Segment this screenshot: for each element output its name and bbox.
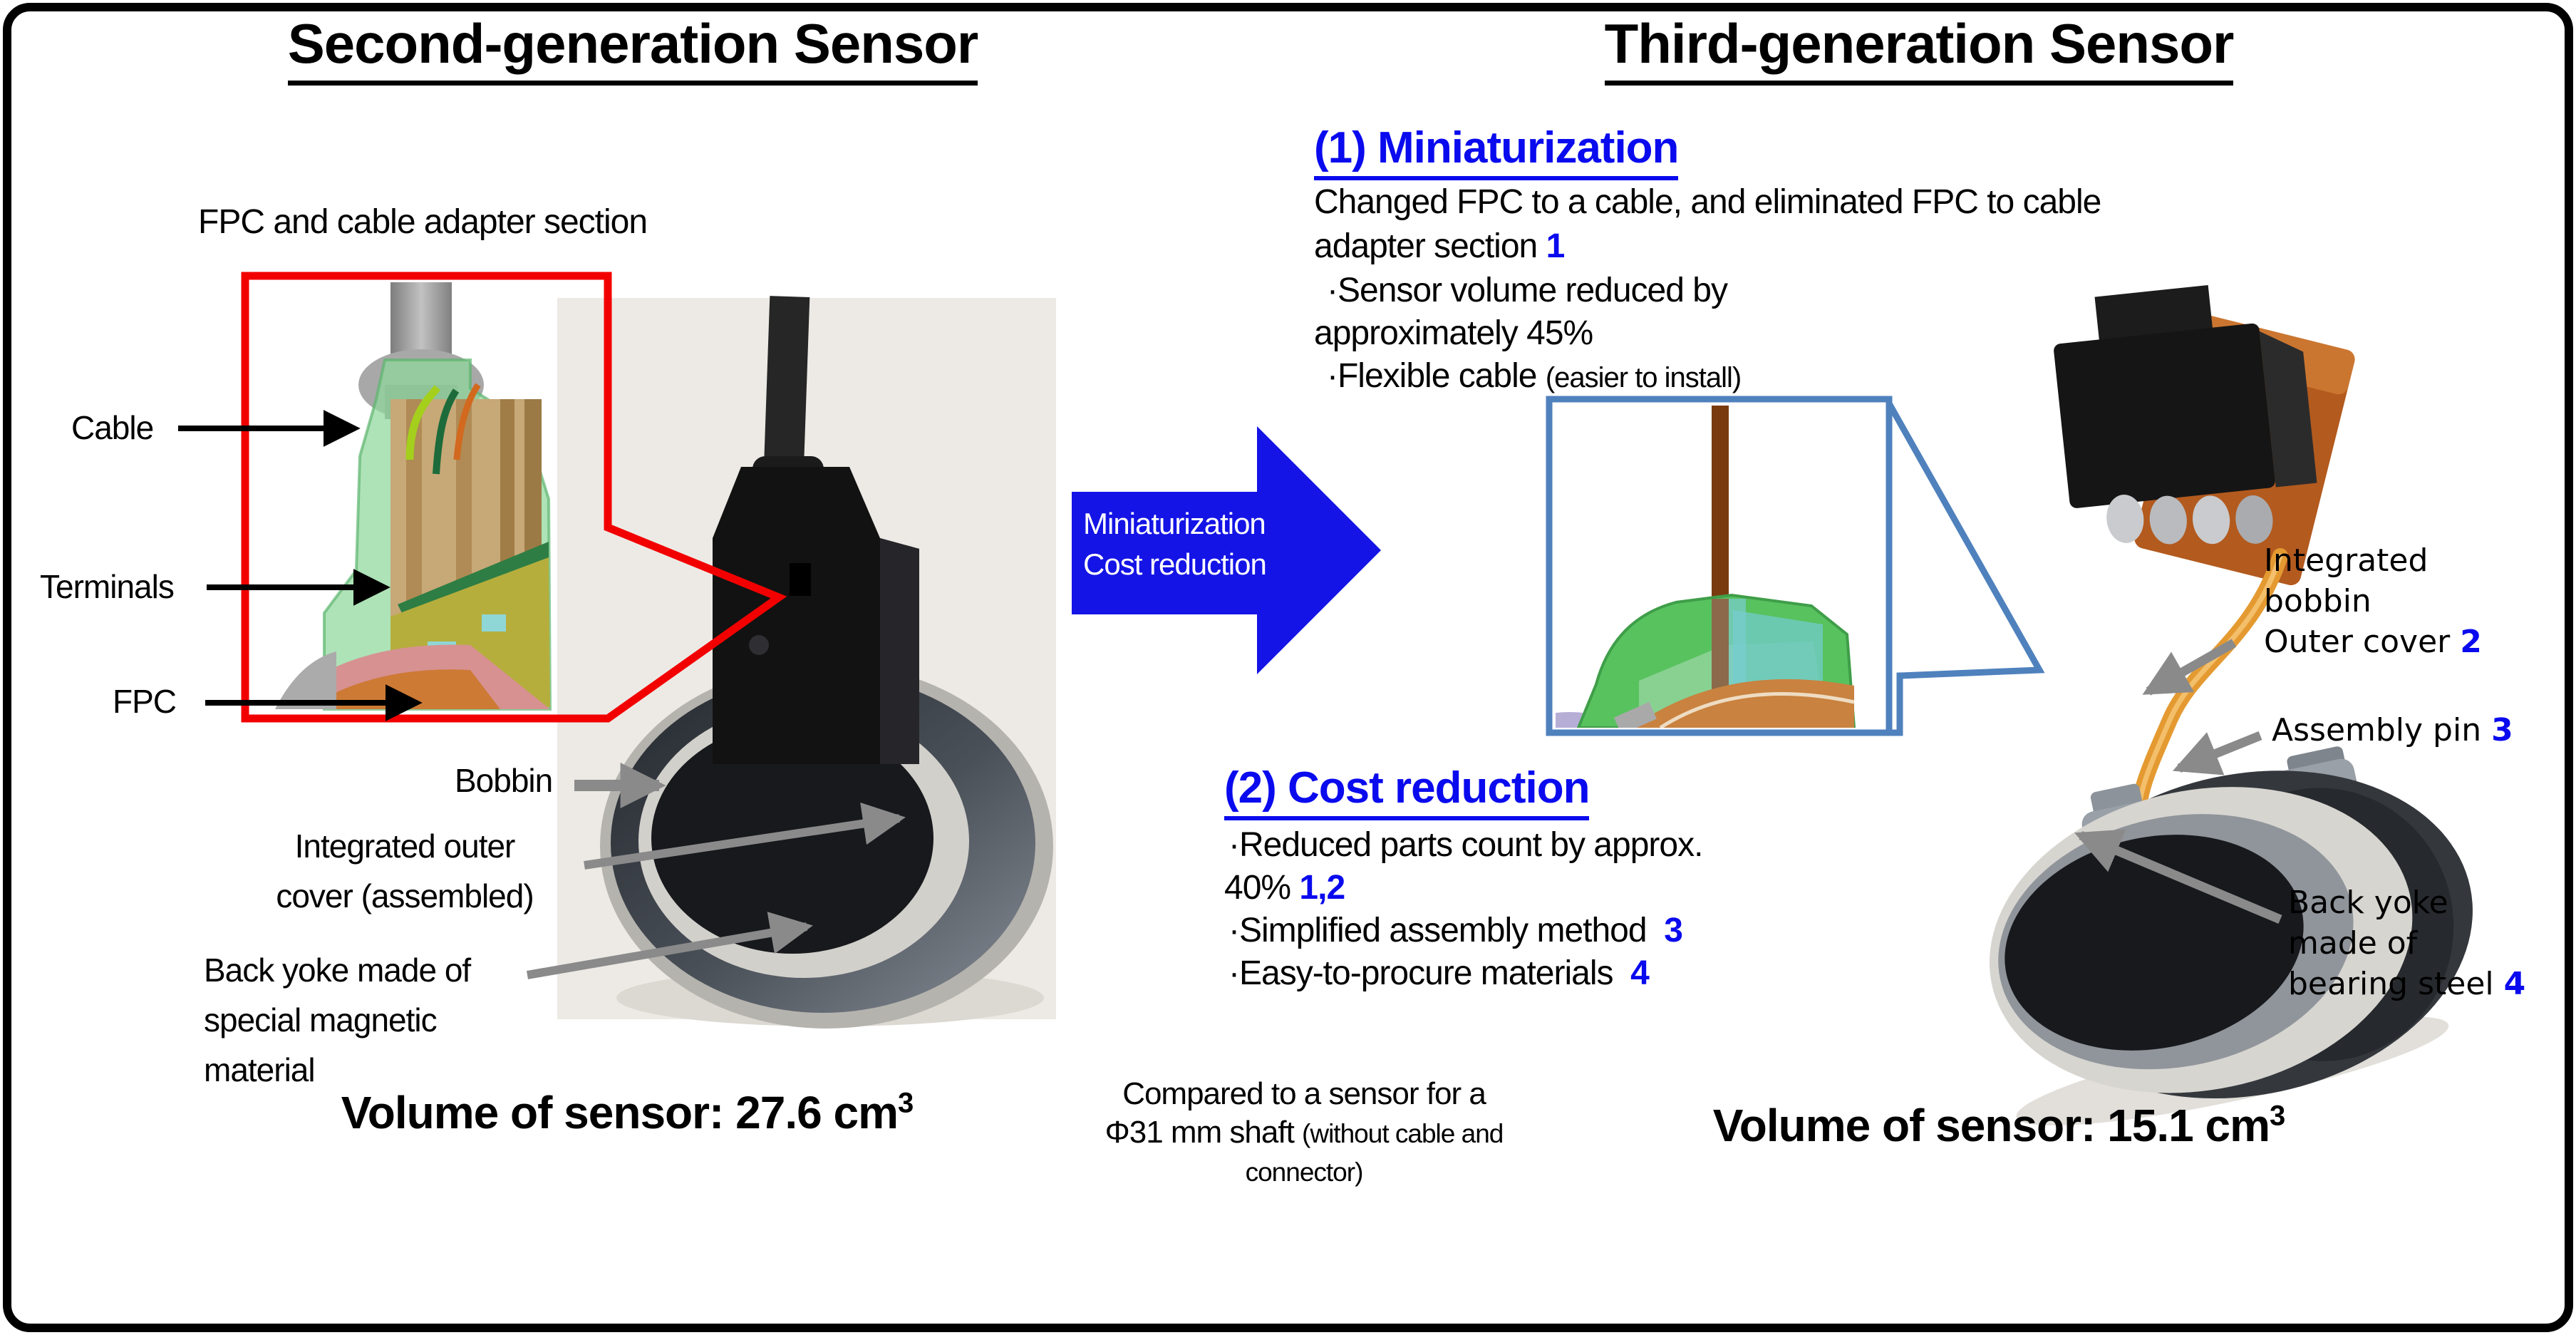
blue-transition-arrow — [1072, 426, 1381, 674]
terminals-label: Terminals — [40, 568, 175, 605]
gray-arrow-back-yoke — [526, 912, 813, 979]
cost-line2: 40% 1,2 — [1224, 869, 1345, 907]
cost-line4: ·Easy-to-procure materials 4 — [1228, 954, 1650, 992]
miniaturization-line2: adapter section 1 — [1314, 227, 1565, 265]
left-title: Second-generation Sensor — [170, 11, 1096, 86]
bobbin-label: Bobbin — [455, 762, 553, 799]
gray-arrow-back-yoke-2 — [2074, 829, 2282, 924]
cost-reduction-heading: (2) Cost reduction — [1224, 763, 1590, 820]
fpc-label: FPC — [113, 683, 177, 720]
miniaturization-line1: Changed FPC to a cable, and eliminated F… — [1314, 183, 2101, 221]
red-callout-box — [241, 272, 787, 723]
back-yoke-label: Back yoke made of special magnetic mater… — [204, 952, 471, 1088]
third-gen-cad-image — [1556, 406, 1856, 728]
cost-line3: ·Simplified assembly method 3 — [1228, 912, 1683, 949]
cable-label: Cable — [71, 409, 154, 446]
comparison-footnote: Compared to a sensor for a Φ31 mm shaft … — [1105, 1076, 1504, 1187]
assembly-pin-label: Assembly pin 3 — [2272, 712, 2513, 748]
third-gen-sensor-photo — [1989, 284, 2473, 1126]
integrated-bobbin-label: Integrated bobbin Outer cover 2 — [2264, 542, 2482, 660]
miniaturization-line3: ·Sensor volume reduced by — [1327, 272, 1728, 309]
outer-cover-label: Integrated outer cover (assembled) — [276, 828, 534, 914]
right-volume-text: Volume of sensor: 15.1 cm3 — [1712, 1100, 2285, 1151]
miniaturization-line5: ·Flexible cable (easier to install) — [1327, 357, 1742, 395]
blue-callout-lines — [1886, 401, 2045, 736]
left-diagram-caption: FPC and cable adapter section — [198, 203, 648, 241]
transition-arrow-text: Miniaturization Cost reduction — [1083, 507, 1267, 581]
second-gen-cad-image — [275, 282, 552, 711]
gray-arrow-outer-cover — [584, 802, 906, 870]
miniaturization-line4: approximately 45% — [1314, 314, 1593, 352]
gray-arrow-outer-cover-2 — [2142, 639, 2237, 696]
left-volume-text: Volume of sensor: 27.6 cm3 — [341, 1087, 914, 1138]
right-title: Third-generation Sensor — [1456, 11, 2382, 86]
cost-line1: ·Reduced parts count by approx. — [1228, 826, 1703, 864]
back-yoke-steel-label: Back yoke made of bearing steel 4 — [2288, 885, 2526, 1002]
gray-arrow-assembly-pin — [2172, 731, 2262, 775]
second-gen-sensor-photo — [557, 296, 1056, 1029]
miniaturization-heading: (1) Miniaturization — [1314, 123, 1679, 180]
blue-callout-fill — [1889, 403, 2039, 733]
